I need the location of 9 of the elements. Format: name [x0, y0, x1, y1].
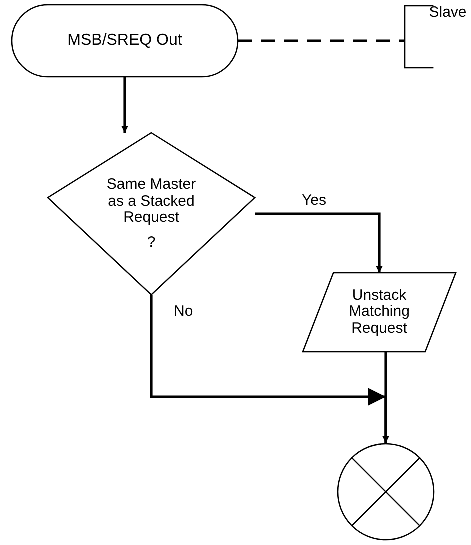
process-text: Unstack Matching Request [348, 288, 411, 338]
dashed-line [238, 40, 404, 42]
arrow [382, 352, 390, 443]
question-mark: ? [147, 234, 156, 251]
arrow [255, 212, 383, 273]
decision-text: Same Master as a Stacked Request [106, 177, 198, 226]
annotation-text: Slave [429, 5, 467, 22]
arrow [122, 77, 128, 133]
terminal-label: MSB/SREQ Out [68, 32, 182, 50]
